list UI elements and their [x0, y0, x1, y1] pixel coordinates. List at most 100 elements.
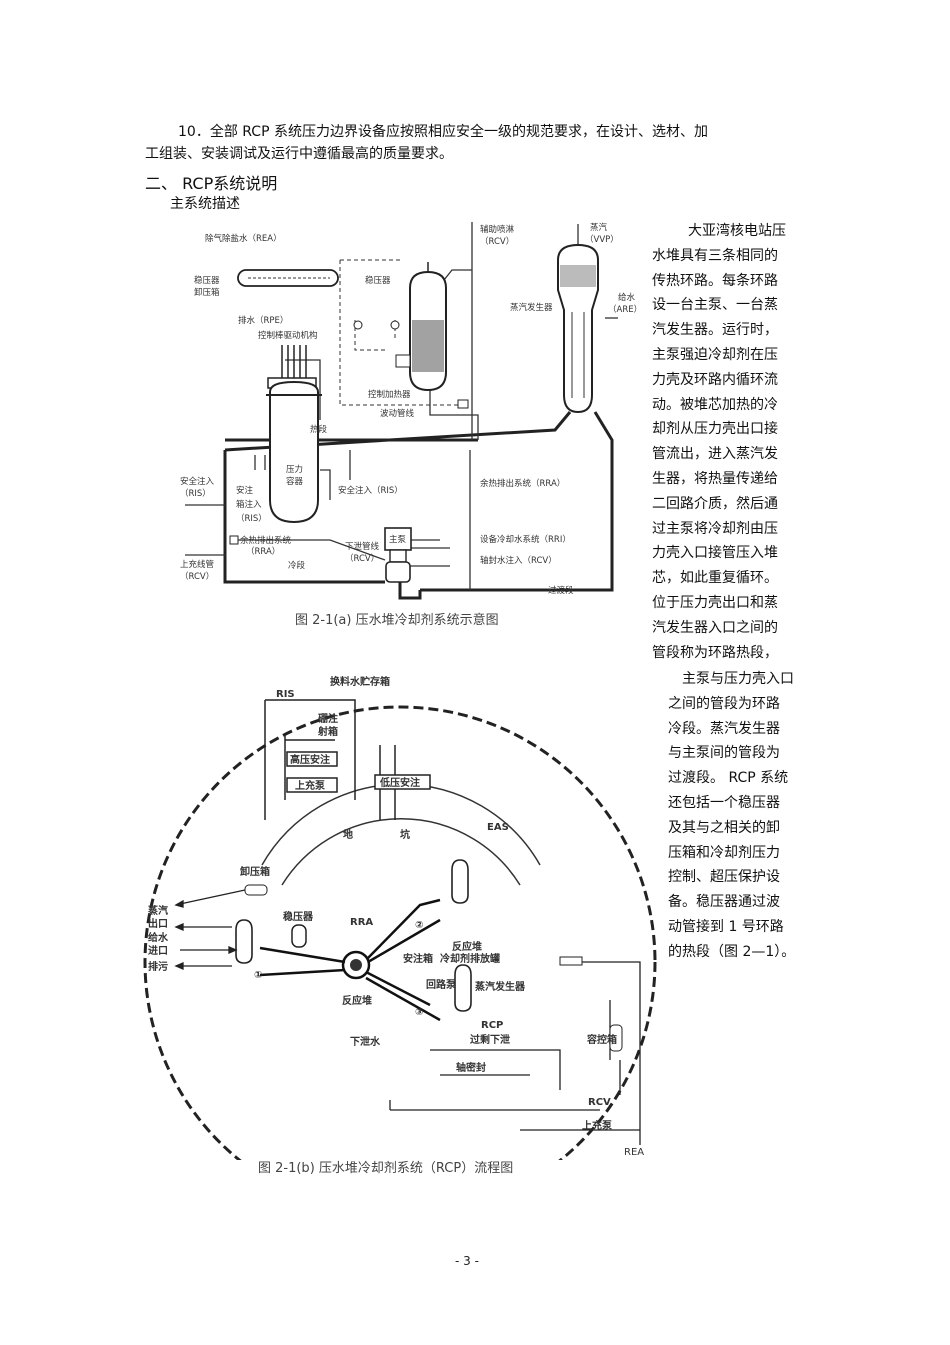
side-line: 芯，如此重复循环。 [652, 570, 778, 587]
side-line: 之间的管段为环路 [668, 695, 780, 712]
label-heater: 控制加热器 [368, 389, 411, 400]
page-number: - 3 - [455, 1254, 479, 1268]
label-boron: 硼注 [317, 712, 338, 725]
side-line: 力壳入口接管压入堆 [652, 545, 778, 562]
figure-2-1a: 除气除盐水（REA） 稳压器 卸压箱 排水（RPE） 控制棒驱动机构 辅助喷淋 … [180, 222, 642, 600]
primary-loop-pipe [223, 411, 614, 600]
side-line: 汽发生器。运行时， [652, 322, 778, 339]
side-line: 汽发生器入口之间的 [652, 619, 778, 636]
label-steam: （VVP） [585, 234, 619, 245]
reactor-core-group [341, 950, 371, 980]
label-seal-injection: 轴封水注入（RCV） [480, 555, 557, 566]
label-lhsi: 低压安注 [379, 776, 420, 789]
side-line: 主泵强迫冷却剂在压 [652, 346, 778, 363]
label-spray: 辅助喷淋 [480, 224, 515, 235]
side-line: 过渡段。 RCP 系统 [668, 770, 789, 787]
relief-tank [237, 269, 339, 287]
label-si-mid: 安全注入（RIS） [338, 485, 403, 496]
side-line: 传热环路。每条环路 [652, 272, 778, 289]
valves [229, 399, 469, 545]
side-line: 动。被堆芯加热的冷 [652, 396, 778, 413]
label-rpe: 排水（RPE） [238, 315, 288, 326]
side-line: 二回路介质，然后通 [652, 495, 778, 512]
label-excess-letdown: 过剩下泄 [470, 1033, 510, 1046]
main-pump [384, 527, 412, 583]
label-sump: 地 [343, 828, 353, 841]
side-line: 及其与之相关的卸 [668, 819, 780, 836]
label-steam: 蒸汽 [590, 222, 608, 233]
side-line: 生器，将热量传递给 [652, 470, 778, 487]
label-crdm: 控制棒驱动机构 [258, 330, 318, 341]
label-steam-out: 蒸汽 [148, 904, 168, 917]
label-rea: 除气除盐水（REA） [205, 233, 282, 244]
heat-exchanger [559, 956, 583, 966]
label-letdown: （RCV） [345, 553, 379, 564]
label-steam-generator: 蒸汽发生器 [510, 302, 553, 313]
figure-2-1b: RIS 换料水贮存箱 硼注 射箱 高压安注 上充泵 低压安注 地 坑 EAS 卸… [143, 675, 657, 1160]
side-line: 冷段。蒸汽发生器 [668, 720, 780, 737]
label-charging: （RCV） [180, 571, 214, 582]
side-line: 控制、超压保护设 [668, 869, 780, 886]
label-feed-in: 给水 [148, 931, 169, 944]
sump-arc [281, 818, 521, 886]
label-rri: 设备冷却水系统（RRI） [480, 534, 571, 545]
label-charging-bottom: 上充泵 [582, 1119, 613, 1132]
side-line: 主泵与压力壳入口 [682, 671, 794, 687]
label-loop-3: ③ [415, 1007, 423, 1018]
label-seal: 轴密封 [456, 1061, 486, 1074]
subsection-heading: 主系统描述 [170, 196, 240, 212]
label-rcv: RCV [588, 1097, 611, 1108]
label-sump: 坑 [400, 828, 410, 841]
fig-b-caption: 图 2-1(b) 压水堆冷却剂系统（RCP）流程图 [258, 1161, 514, 1176]
label-feed-in: 进口 [148, 944, 168, 957]
label-drain-tank: 冷却剂排放罐 [440, 952, 500, 965]
label-boron: 射箱 [317, 725, 338, 738]
side-line: 的热段（图 2—1）。 [668, 943, 796, 960]
label-loop-pump: 回路泵 [426, 978, 457, 991]
label-rra-right: 余热排出系统（RRA） [480, 478, 565, 489]
label-pump: 主泵 [389, 534, 407, 545]
label-accumulator: 安注 [236, 485, 254, 496]
side-line: 设一台主泵、一台蒸 [652, 297, 778, 314]
containment-boundary [143, 705, 657, 1160]
side-line: 力壳及环路内循环流 [652, 371, 778, 388]
label-pttr: 换料水贮存箱 [330, 675, 390, 688]
label-accumulator: （RIS） [236, 513, 267, 524]
label-cold-leg: 冷段 [288, 560, 306, 571]
label-rra: RRA [350, 917, 373, 928]
label-letdown: 下泄管线 [345, 541, 380, 552]
side-line: 动管接到 1 号环路 [668, 918, 784, 935]
vct-shape [609, 1024, 623, 1052]
label-ris: RIS [276, 689, 295, 700]
label-hot-leg: 热段 [310, 424, 328, 435]
label-vessel: 压力 [286, 464, 303, 475]
side-line: 与主泵间的管段为 [668, 745, 780, 762]
label-loop-1: ① [254, 970, 262, 981]
label-si-left: 安全注入 [180, 476, 215, 487]
relief-tank-shape [244, 884, 268, 896]
fig-b-labels: RIS 换料水贮存箱 硼注 射箱 高压安注 上充泵 低压安注 地 坑 EAS 卸… [148, 675, 644, 1158]
label-eas: EAS [487, 822, 509, 833]
label-crossover: 过渡段 [548, 585, 574, 596]
side-line: 管段称为环路热段， [652, 644, 778, 661]
side-line: 位于压力壳出口和蒸 [652, 594, 778, 611]
side-text-a: 大亚湾核电站压 水堆具有三条相同的 传热环路。每条环路 设一台主泵、一台蒸 汽发… [652, 219, 786, 665]
label-charging-top: 上充泵 [295, 779, 326, 792]
side-line: 大亚湾核电站压 [688, 223, 786, 239]
label-surge-line: 波动管线 [380, 408, 415, 419]
steam-generator [557, 243, 599, 414]
label-vct: 容控箱 [586, 1033, 617, 1046]
label-loop-2: ② [415, 920, 423, 931]
label-accumulator: 安注箱 [403, 952, 433, 965]
label-rea: REA [624, 1147, 644, 1158]
label-pressurizer: 稳压器 [365, 275, 391, 286]
side-line: 还包括一个稳压器 [668, 794, 780, 811]
item10-line2: 工组装、安装调试及运行中遵循最高的质量要求。 [145, 146, 453, 162]
side-line: 却剂从压力壳出口接 [652, 421, 778, 438]
fig-a-labels: 除气除盐水（REA） 稳压器 卸压箱 排水（RPE） 控制棒驱动机构 辅助喷淋 … [180, 222, 642, 596]
section-heading: 二、 RCP系统说明 [145, 174, 278, 193]
label-reactor: 反应堆 [342, 994, 372, 1007]
pressurizer [353, 262, 447, 392]
label-rcp: RCP [481, 1020, 503, 1031]
label-charging: 上充线管 [180, 559, 214, 570]
